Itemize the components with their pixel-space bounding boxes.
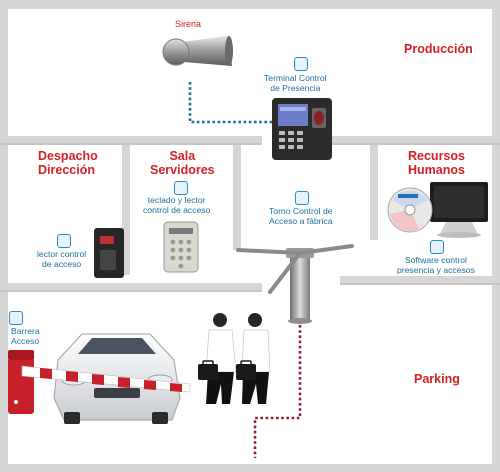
fingerprint-icon: [430, 240, 444, 254]
fingerprint-icon: [57, 234, 71, 248]
device-label-torno-line2: Acceso a fábrica: [269, 215, 333, 226]
device-label-lector-line1: lector control: [37, 249, 87, 259]
device-label-barrera-line2: Acceso: [11, 335, 40, 346]
room-title-sala: Sala Servidores: [150, 149, 215, 178]
room-title-despacho-line1: Despacho: [38, 149, 98, 163]
room-title-rrhh-line1: Recursos: [408, 149, 465, 163]
device-label-terminal: Terminal Control de Presencia: [264, 73, 327, 94]
device-label-terminal-line1: Terminal Control: [264, 73, 327, 83]
device-label-software-line1: Software control: [404, 255, 467, 265]
fingerprint-icon: [174, 181, 188, 195]
fingerprint-icon: [295, 191, 309, 205]
device-label-barrera: Barrera Acceso: [11, 326, 40, 347]
room-title-sala-line2: Servidores: [150, 163, 215, 178]
fingerprint-icon: [9, 311, 23, 325]
device-label-teclado-line2: control de acceso: [143, 204, 211, 215]
room-title-sala-line1: Sala: [169, 149, 196, 163]
room-title-rrhh: Recursos Humanos: [408, 149, 465, 178]
room-title-despacho: Despacho Dirección: [38, 149, 98, 178]
device-label-sirena: Sirena: [175, 19, 202, 29]
device-label-teclado: teclado y lector control de acceso: [143, 195, 211, 216]
device-label-torno-line1: Torno Control de: [269, 206, 333, 216]
device-label-teclado-line1: teclado y lector: [147, 195, 206, 205]
room-title-rrhh-line2: Humanos: [408, 163, 465, 178]
device-label-lector: lector control de acceso: [37, 249, 87, 270]
fingerprint-icon: [294, 57, 308, 71]
device-label-lector-line2: de acceso: [42, 258, 82, 269]
device-label-torno: Torno Control de Acceso a fábrica: [269, 206, 333, 227]
room-title-parking: Parking: [414, 372, 460, 386]
device-label-software-line2: presencia y accesos: [397, 264, 475, 275]
device-label-software: Software control presencia y accesos: [397, 255, 475, 276]
room-title-despacho-line2: Dirección: [38, 163, 95, 178]
device-label-barrera-line1: Barrera: [11, 326, 40, 336]
room-title-produccion: Producción: [404, 42, 473, 56]
device-label-terminal-line2: de Presencia: [270, 82, 321, 93]
